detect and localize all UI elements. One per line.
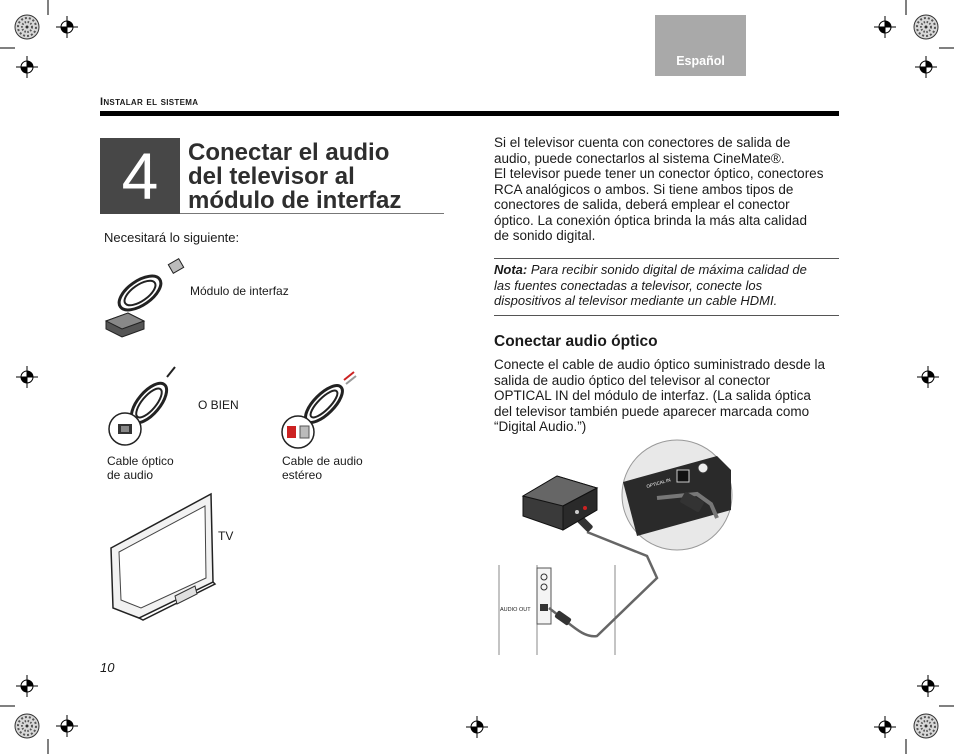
note-text: Para recibir sonido digital de máxima ca… <box>527 262 807 277</box>
optical-cable-label: Cable óptico de audio <box>107 454 174 482</box>
optical-connection-diagram: AUDIO OUT OPTICAL IN <box>498 439 733 655</box>
step-number: 4 <box>100 138 180 214</box>
step-title-line: Conectar el audio <box>188 139 390 166</box>
tv-illustration <box>110 492 217 621</box>
body-line: salida de audio óptico del televisor al … <box>494 372 771 388</box>
intro-line: El televisor puede tener un conector ópt… <box>494 166 824 181</box>
intro-line: óptico. La conexión óptica brinda la más… <box>494 212 807 228</box>
optical-cable-label-line: Cable óptico <box>107 454 174 468</box>
body-line: del televisor también puede aparecer mar… <box>494 403 810 419</box>
module-label: Módulo de interfaz <box>190 284 289 298</box>
audio-out-label: AUDIO OUT <box>500 607 531 613</box>
stereo-cable-label-line: Cable de audio <box>282 454 363 468</box>
body-paragraph: Conecte el cable de audio óptico suminis… <box>494 357 839 435</box>
step-title-rule <box>180 213 444 214</box>
intro-line: RCA analógicos o ambos. Si tiene ambos t… <box>494 181 794 197</box>
page-number: 10 <box>100 660 115 675</box>
optical-cable-label-line: de audio <box>107 468 154 482</box>
note-line: las fuentes conectadas a televisor, cone… <box>494 277 763 293</box>
subheading: Conectar audio óptico <box>494 333 658 350</box>
intro-line: Si el televisor cuenta con conectores de… <box>494 135 791 150</box>
intro-line: de sonido digital. <box>494 228 596 243</box>
note-line: Nota: Para recibir sonido digital de máx… <box>494 262 839 278</box>
optical-in-label: OPTICAL IN <box>646 477 671 489</box>
language-tab-label: Español <box>676 54 725 68</box>
step-title-line: módulo de interfaz <box>188 187 402 214</box>
intro-line: audio, puede conectarlos al sistema Cine… <box>494 150 785 166</box>
need-text: Necesitará lo siguiente: <box>104 230 240 245</box>
body-line: OPTICAL IN del módulo de interfaz. (La s… <box>494 388 811 403</box>
language-tab: Español <box>655 15 746 76</box>
interface-module-illustration <box>104 257 185 338</box>
note-label: Nota: <box>494 262 528 277</box>
stereo-cable-label-line: estéreo <box>282 468 323 482</box>
or-label: O BIEN <box>198 398 239 412</box>
intro-line: conectores de salida, deberá emplear el … <box>494 197 790 212</box>
intro-paragraph: Si el televisor cuenta con conectores de… <box>494 135 839 244</box>
stereo-cable-label: Cable de audio estéreo <box>282 454 363 482</box>
note-line: dispositivos al televisor mediante un ca… <box>494 293 778 308</box>
tv-label: TV <box>218 529 234 543</box>
section-rule <box>100 111 839 116</box>
note-box: Nota: Para recibir sonido digital de máx… <box>494 258 839 316</box>
step-title-line: del televisor al <box>188 163 355 190</box>
step-title: Conectar el audio del televisor al módul… <box>188 141 448 213</box>
body-line: Conecte el cable de audio óptico suminis… <box>494 357 825 372</box>
stereo-cable-illustration <box>281 371 357 449</box>
body-line: “Digital Audio.”) <box>494 419 587 434</box>
section-title: Instalar el sistema <box>100 96 199 108</box>
optical-cable-illustration <box>108 366 176 446</box>
